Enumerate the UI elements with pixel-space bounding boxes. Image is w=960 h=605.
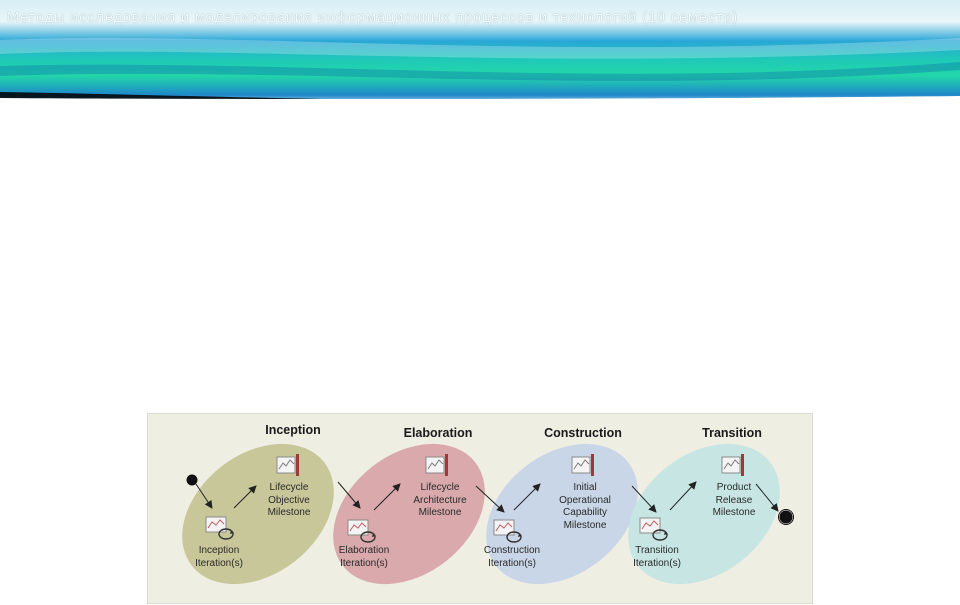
- flow-arrow: [755, 483, 779, 512]
- phase-title-transition: Transition: [702, 426, 762, 440]
- header-banner: Методы исследования и моделирования инфо…: [0, 0, 960, 108]
- iteration-label-construction: Construction Iteration(s): [483, 545, 541, 569]
- milestone-label-elaboration: Lifecycle Architecture Milestone: [413, 482, 467, 518]
- phase-ellipse-transition: [628, 443, 780, 585]
- diagram-shapes: [182, 443, 794, 585]
- milestone-flag-icon: [425, 454, 448, 476]
- iteration-cycle-icon: [493, 519, 522, 543]
- flow-arrow: [337, 481, 361, 509]
- phase-title-inception: Inception: [265, 423, 321, 437]
- iteration-label-inception: Inception Iteration(s): [195, 545, 243, 569]
- flow-arrow: [233, 485, 257, 509]
- phase-title-elaboration: Elaboration: [403, 426, 473, 440]
- banner-wave-decoration: [0, 38, 960, 108]
- iteration-cycle-icon: [639, 517, 668, 541]
- flow-arrow: [669, 481, 697, 511]
- iteration-label-elaboration: Elaboration Iteration(s): [338, 545, 390, 569]
- rup-lifecycle-diagram: Inception Elaboration Construction Trans…: [147, 413, 813, 604]
- milestone-label-inception: Lifecycle Objective Milestone: [267, 482, 311, 518]
- milestone-flag-icon: [571, 454, 594, 476]
- phase-ellipse-elaboration: [333, 443, 485, 585]
- page-title: Методы исследования и моделирования инфо…: [7, 10, 739, 26]
- milestone-flag-icon: [721, 454, 744, 476]
- end-node: [779, 510, 793, 524]
- milestone-flag-icon: [276, 454, 299, 476]
- phase-ellipse-construction: [486, 443, 638, 585]
- milestone-label-transition: Product Release Milestone: [712, 482, 756, 518]
- flow-arrow: [631, 485, 657, 513]
- iteration-cycle-icon: [347, 519, 376, 543]
- phase-title-construction: Construction: [544, 426, 622, 440]
- phase-ellipse-inception: [182, 443, 334, 585]
- iteration-label-transition: Transition Iteration(s): [633, 545, 681, 569]
- flow-arrow: [513, 483, 541, 511]
- flow-arrow: [475, 485, 505, 513]
- flow-arrow: [195, 483, 213, 509]
- iteration-cycle-icon: [205, 516, 234, 540]
- milestone-label-construction: Initial Operational Capability Milestone: [559, 482, 611, 531]
- start-node: [186, 474, 198, 486]
- flow-arrow: [373, 483, 401, 511]
